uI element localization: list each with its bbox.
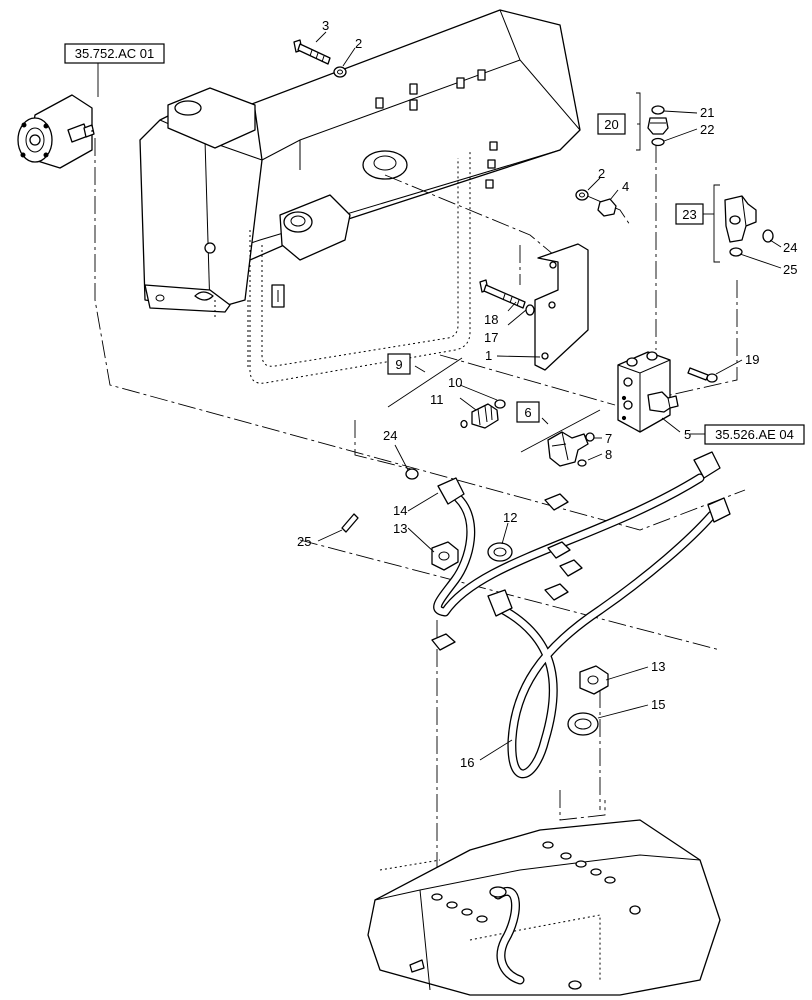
hose-14 [433, 451, 721, 617]
valve-block-5 [617, 351, 679, 433]
leader-lines [97, 31, 782, 761]
callout-15[interactable]: 15 [651, 697, 665, 712]
svg-text:20: 20 [604, 117, 618, 132]
o-ring-24 [405, 468, 419, 480]
callout-1[interactable]: 1 [485, 348, 492, 363]
bolt-18 [479, 279, 526, 309]
washer-2-top [333, 66, 347, 78]
svg-text:6: 6 [524, 405, 531, 420]
o-ring-25 [341, 513, 359, 533]
callout-24-top[interactable]: 24 [783, 240, 797, 255]
callout-5[interactable]: 5 [684, 427, 691, 442]
frame-studs [375, 69, 498, 189]
kit-box-6[interactable]: 6 [516, 401, 540, 423]
callout-13-lower[interactable]: 13 [651, 659, 665, 674]
callout-25-low[interactable]: 25 [297, 534, 311, 549]
kit-box-20[interactable]: 20 [597, 113, 626, 135]
callout-25-top[interactable]: 25 [783, 262, 797, 277]
frame-assembly [139, 9, 581, 384]
callout-10[interactable]: 10 [448, 375, 462, 390]
callout-4[interactable]: 4 [622, 179, 629, 194]
callout-22[interactable]: 22 [700, 122, 714, 137]
callout-3[interactable]: 3 [322, 18, 329, 33]
hose-16 [487, 497, 731, 779]
svg-text:35.526.AE 04: 35.526.AE 04 [715, 427, 794, 442]
kit-box-23[interactable]: 23 [675, 203, 704, 225]
washer-17 [525, 304, 535, 316]
callout-2-top[interactable]: 2 [355, 36, 362, 51]
clamp-halves [431, 493, 583, 651]
callout-7[interactable]: 7 [605, 431, 612, 446]
clamp-13-upper [431, 541, 459, 571]
svg-text:23: 23 [682, 207, 696, 222]
callout-13-upper[interactable]: 13 [393, 521, 407, 536]
kit-box-9[interactable]: 9 [387, 353, 411, 375]
washer-2-mid [575, 189, 589, 201]
svg-text:9: 9 [395, 357, 402, 372]
fitting-kit-9 [460, 399, 506, 429]
ref-box-hyd-group[interactable]: 35.752.AC 01 [64, 43, 165, 64]
screw-19 [687, 367, 718, 383]
lower-frame [367, 819, 721, 996]
pump-motor [17, 94, 95, 169]
center-lines [94, 138, 746, 880]
callout-17[interactable]: 17 [484, 330, 498, 345]
fitting-kit-6 [547, 431, 595, 467]
callout-21[interactable]: 21 [700, 105, 714, 120]
grommet-12 [487, 542, 513, 562]
grommet-15 [567, 712, 599, 736]
ref-box-valve-group[interactable]: 35.526.AE 04 [704, 424, 805, 445]
clamp-13-lower [579, 665, 609, 695]
callout-24-low[interactable]: 24 [383, 428, 397, 443]
callout-18[interactable]: 18 [484, 312, 498, 327]
fitting-kit-20 [647, 105, 669, 147]
callout-14[interactable]: 14 [393, 503, 407, 518]
callout-11[interactable]: 11 [430, 392, 444, 407]
tank-bolts [431, 841, 641, 923]
nut-4 [597, 198, 617, 217]
callout-8[interactable]: 8 [605, 447, 612, 462]
callout-2-mid[interactable]: 2 [598, 166, 605, 181]
svg-text:35.752.AC 01: 35.752.AC 01 [75, 46, 155, 61]
callout-16[interactable]: 16 [460, 755, 474, 770]
callout-labels: 3 2 21 22 2 4 24 25 18 17 1 19 10 11 7 8… [297, 18, 797, 770]
callout-19[interactable]: 19 [745, 352, 759, 367]
callout-12[interactable]: 12 [503, 510, 517, 525]
bolt-3 [293, 39, 331, 65]
mounting-plate-1 [534, 243, 589, 371]
elbow-fitting-23 [724, 195, 774, 257]
